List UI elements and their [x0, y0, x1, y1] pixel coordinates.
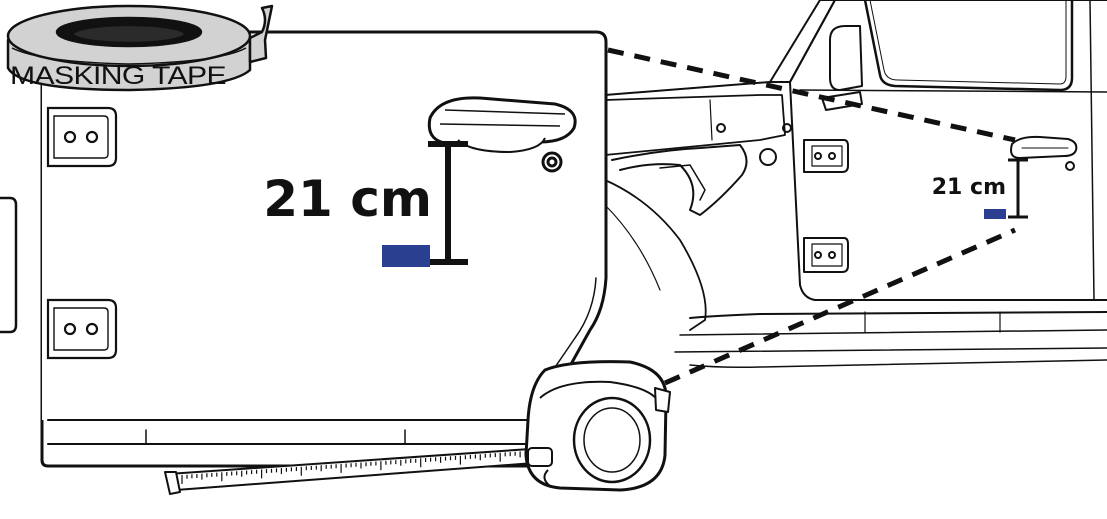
- door-handle-icon: [1010, 135, 1078, 171]
- car-tape-marker: [984, 209, 1006, 219]
- door-hinge-icon: [46, 298, 118, 360]
- door-tape-marker: [382, 245, 430, 267]
- door-panel: [0, 30, 608, 468]
- car-measurement-label: 21 cm: [932, 175, 1006, 200]
- door-hinge-icon: [803, 139, 849, 173]
- door-hinge-icon: [46, 106, 118, 168]
- door-hinge-icon: [803, 237, 849, 273]
- car-measurement-bracket: [1008, 158, 1028, 219]
- masking-tape-label: MASKING TAPE: [10, 62, 226, 90]
- door-measurement-label: 21 cm: [263, 170, 432, 228]
- door-handle-icon: [427, 96, 577, 173]
- zoom-guide-lines: [607, 47, 1017, 386]
- car-side-icon: [604, 0, 1107, 368]
- door-measurement-bracket: [428, 141, 468, 265]
- masking-tape-roll-icon: [6, 4, 274, 92]
- measuring-tape-icon: [164, 360, 671, 495]
